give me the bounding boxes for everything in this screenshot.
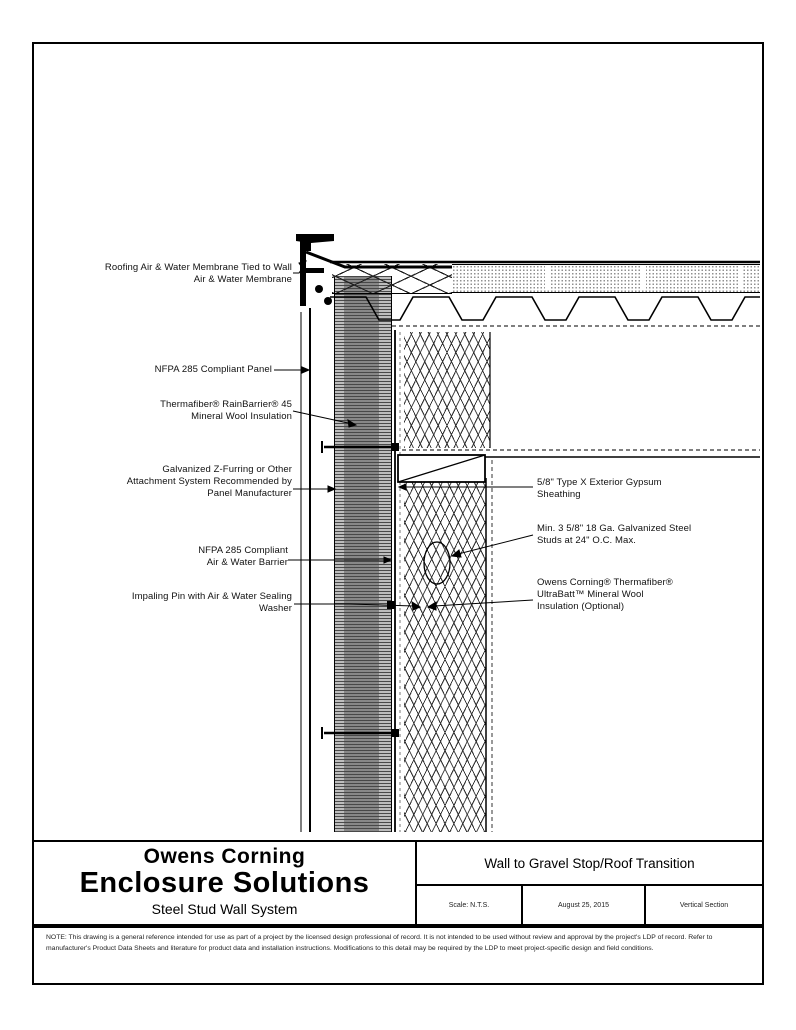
scale-cell: Scale: N.T.S. <box>417 886 523 924</box>
callout-gypsum-sheathing: 5/8" Type X Exterior Gypsum Sheathing <box>537 477 662 501</box>
general-note: NOTE: This drawing is a general referenc… <box>32 926 764 985</box>
callout-impaling-pin: Impaling Pin with Air & Water Sealing Wa… <box>132 591 292 615</box>
callout-line: Mineral Wool Insulation <box>191 411 292 422</box>
brand-program: Enclosure Solutions <box>79 867 370 899</box>
roof-insulation-board-joint <box>642 266 646 290</box>
callout-line: Thermafiber® RainBarrier® 45 <box>160 399 292 410</box>
callout-line: Min. 3 5/8" 18 Ga. Galvanized Steel <box>537 523 692 534</box>
note-text: NOTE: This drawing is a general referenc… <box>46 934 713 952</box>
callout-line: Sheathing <box>537 489 581 500</box>
callout-line: NFPA 285 Compliant Panel <box>154 364 272 375</box>
callout-line: Roofing Air & Water Membrane Tied to Wal… <box>104 262 292 273</box>
roof-insulation-board-joint <box>545 266 549 290</box>
callout-line: Air & Water Membrane <box>193 274 292 285</box>
callout-line: Attachment System Recommended by <box>126 476 292 487</box>
callout-roof-membrane: Roofing Air & Water Membrane Tied to Wal… <box>105 262 292 286</box>
title-block-brand-cell: Owens Corning Enclosure Solutions Steel … <box>34 842 417 924</box>
sheet-cell: Vertical Section <box>679 901 729 909</box>
callout-line: 5/8" Type X Exterior Gypsum <box>537 477 662 488</box>
callout-line: Panel Manufacturer <box>207 488 292 499</box>
callout-line: Insulation (Optional) <box>537 601 625 612</box>
callout-line: Washer <box>259 603 292 614</box>
drawing-title: Wall to Gravel Stop/Roof Transition <box>417 842 762 886</box>
callout-line: NFPA 285 Compliant <box>198 545 288 556</box>
callout-line: Air & Water Barrier <box>206 557 288 568</box>
callout-z-furring: Galvanized Z-Furring or Other Attachment… <box>127 464 292 500</box>
callout-ultrabatt: Owens Corning® Thermafiber® UltraBatt™ M… <box>537 577 673 613</box>
callout-nfpa-panel: NFPA 285 Compliant Panel <box>155 364 272 376</box>
ultrabatt-insulation-hatch <box>404 478 486 832</box>
callout-line: Galvanized Z-Furring or Other <box>162 464 292 475</box>
callout-line: Impaling Pin with Air & Water Sealing <box>131 591 292 602</box>
wall-system-name: Steel Stud Wall System <box>151 901 298 917</box>
perimeter-batt-insulation-hatch <box>404 332 490 448</box>
brand-name: Owens Corning <box>143 845 306 868</box>
roof-insulation-board-joint <box>739 266 743 290</box>
callout-line: UltraBatt™ Mineral Wool <box>537 589 644 600</box>
rainbarrier-mineral-wool-hatch <box>334 276 392 832</box>
date-cell: August 25, 2015 <box>523 886 646 924</box>
roof-insulation-hatch <box>452 264 760 293</box>
callout-steel-studs: Min. 3 5/8" 18 Ga. Galvanized Steel Stud… <box>537 523 691 547</box>
wood-blocking-hatch <box>332 264 452 294</box>
callout-rainbarrier: Thermafiber® RainBarrier® 45 Mineral Woo… <box>160 399 292 423</box>
callout-air-water-barrier: NFPA 285 Compliant Air & Water Barrier <box>198 545 288 569</box>
callout-line: Studs at 24" O.C. Max. <box>537 535 637 546</box>
callout-line: Owens Corning® Thermafiber® <box>537 577 673 588</box>
title-block: Owens Corning Enclosure Solutions Steel … <box>32 840 764 926</box>
